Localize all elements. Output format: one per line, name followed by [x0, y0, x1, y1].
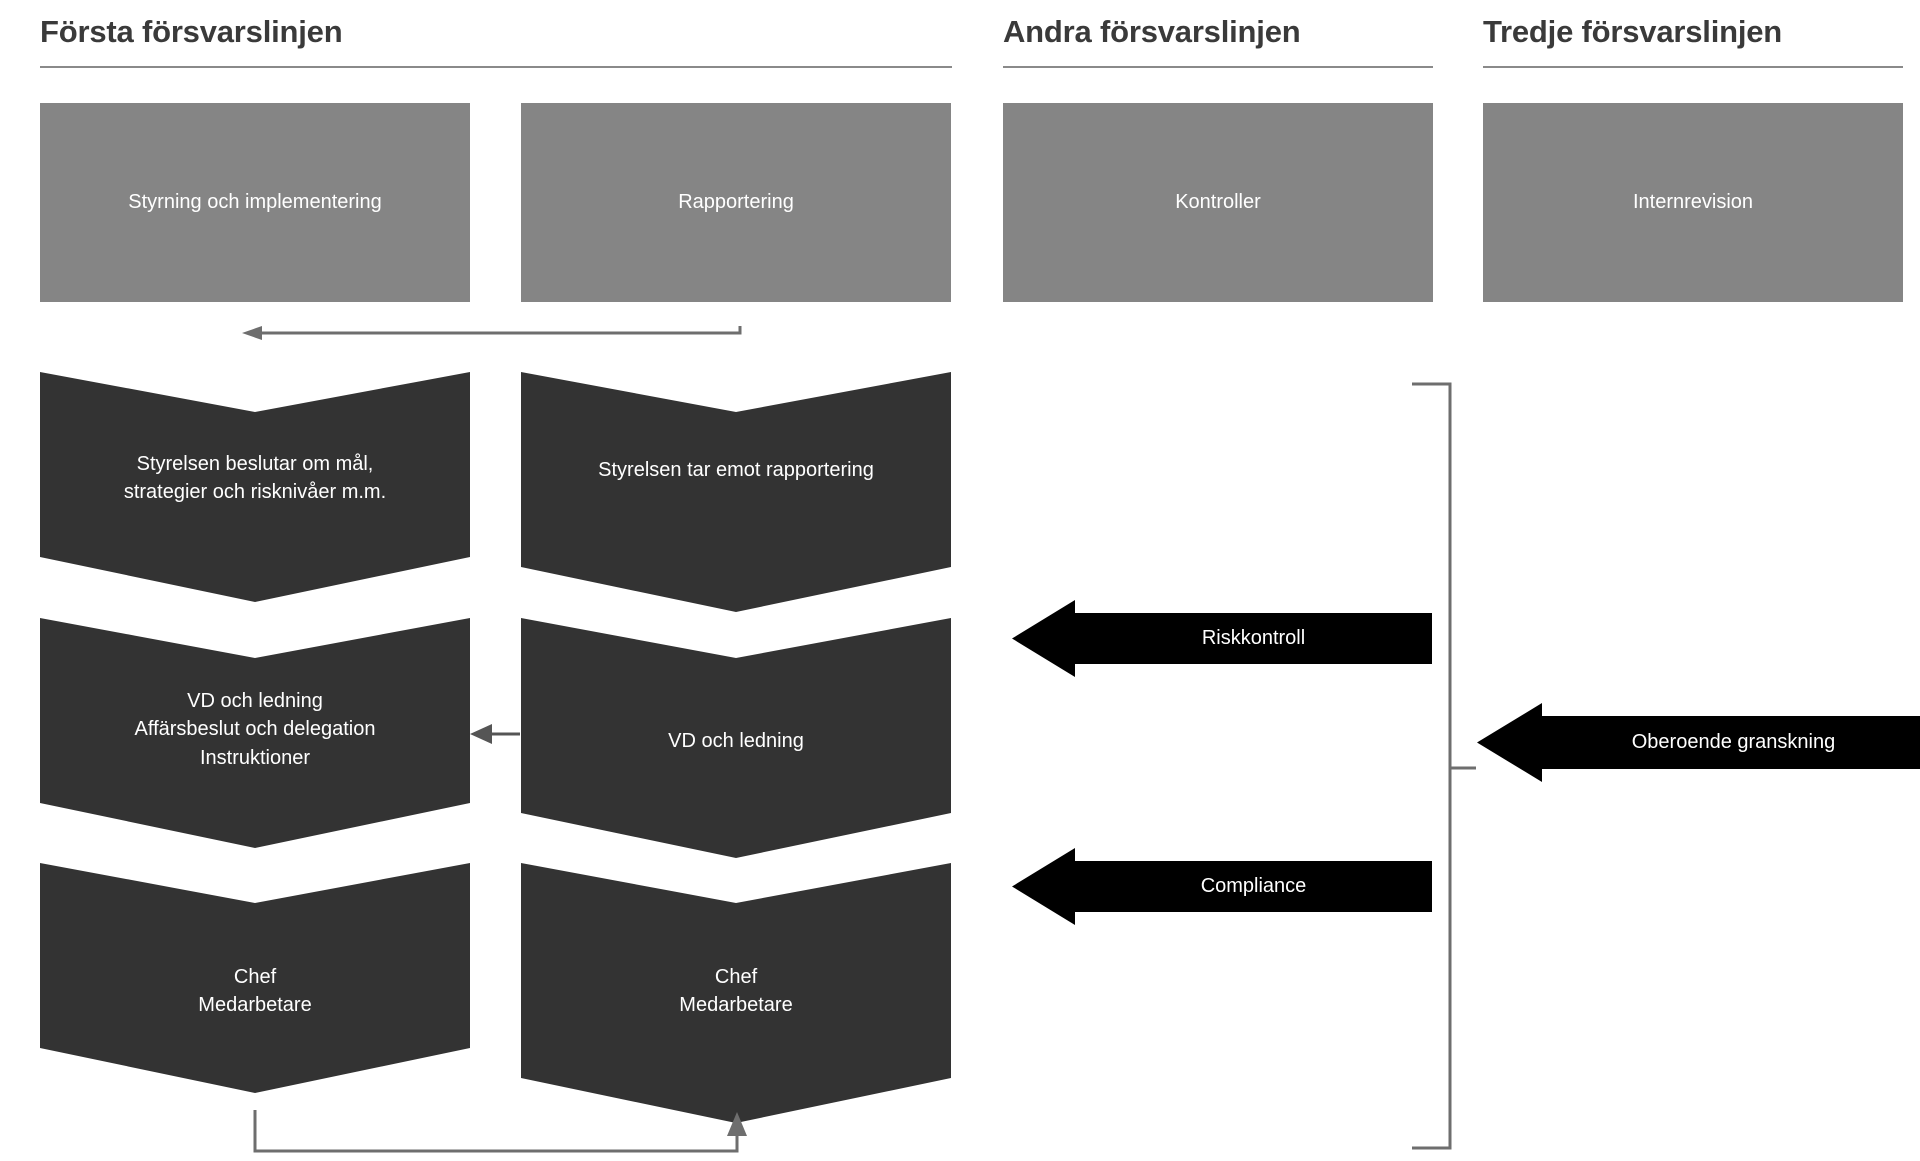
activity-box-kontroller[interactable]: Kontroller [1003, 103, 1433, 302]
column-rule-third-line [1483, 66, 1903, 68]
column-heading-second-line: Andra försvarslinjen [1003, 14, 1301, 49]
connector-bottom-feedback [240, 1108, 760, 1160]
bracket-third-line-scope [1410, 382, 1480, 1150]
chevron-chef-medarbetare-right[interactable]: Chef Medarbetare [521, 863, 951, 1123]
activity-box-rapportering[interactable]: Rapportering [521, 103, 951, 302]
block-arrow-oberoende-granskning[interactable]: Oberoende granskning [1477, 703, 1920, 782]
column-rule-first-line [40, 66, 952, 68]
activity-box-styrning[interactable]: Styrning och implementering [40, 103, 470, 302]
block-arrow-riskkontroll-label: Riskkontroll [1201, 627, 1306, 649]
column-heading-first-line: Första försvarslinjen [40, 14, 343, 49]
chevron-vd-ledning-right[interactable]: VD och ledning [521, 618, 951, 858]
block-arrow-compliance-label: Compliance [1200, 875, 1307, 897]
chevron-styrelsen-beslutar[interactable]: Styrelsen beslutar om mål, strategier oc… [40, 372, 470, 602]
connector-mid-left-arrow [468, 720, 524, 748]
chevron-vd-ledning-left[interactable]: VD och ledning Affärsbeslut och delegati… [40, 618, 470, 848]
column-rule-second-line [1003, 66, 1433, 68]
block-arrow-riskkontroll[interactable]: Riskkontroll [1012, 600, 1432, 677]
activity-box-internrevision[interactable]: Internrevision [1483, 103, 1903, 302]
block-arrow-oberoende-granskning-label: Oberoende granskning [1631, 731, 1836, 753]
connector-top-feedback [240, 322, 760, 367]
chevron-chef-medarbetare-left[interactable]: Chef Medarbetare [40, 863, 470, 1093]
column-heading-third-line: Tredje försvarslinjen [1483, 14, 1783, 49]
chevron-styrelsen-rapportering[interactable]: Styrelsen tar emot rapportering [521, 372, 951, 612]
block-arrow-compliance[interactable]: Compliance [1012, 848, 1432, 925]
